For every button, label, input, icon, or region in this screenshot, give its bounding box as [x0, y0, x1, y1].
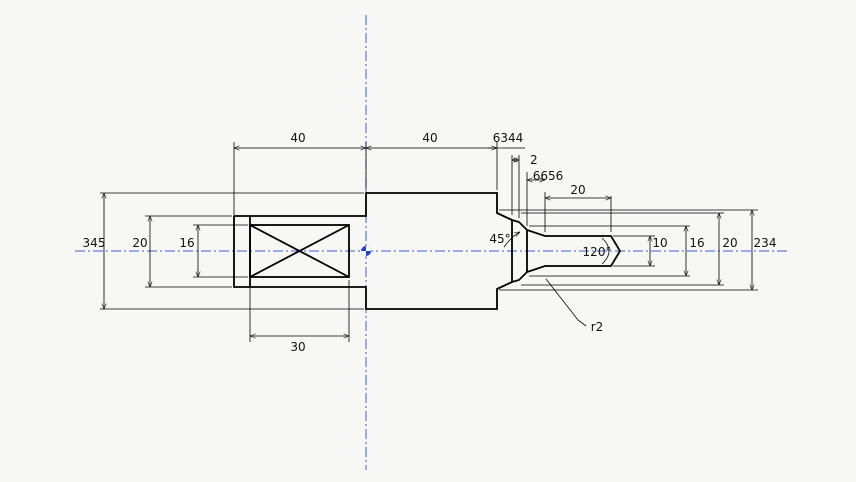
radius-r2-label: r2	[591, 320, 604, 334]
cross-box-feature[interactable]	[249, 224, 350, 278]
dim-diameter-10: 10	[652, 236, 667, 250]
dim-diameter-16-left: 16	[179, 236, 194, 250]
dim-diameter-234: 234	[754, 236, 777, 250]
horizontal-dimension-lines	[234, 148, 611, 336]
dim-diameter-16-right: 16	[689, 236, 704, 250]
dim-length-step: 6344	[493, 131, 524, 145]
angle-annotations	[503, 231, 610, 327]
dim-length-groove: 2	[530, 153, 538, 167]
dim-length-left: 40	[290, 131, 305, 145]
dim-length-30: 30	[290, 340, 305, 354]
vertical-dimension-lines	[104, 193, 752, 309]
dim-diameter-20-left: 20	[132, 236, 147, 250]
angle-120-label: 120°	[583, 245, 612, 259]
dim-diameter-20-right: 20	[722, 236, 737, 250]
origin-marker-icon[interactable]	[361, 246, 371, 256]
dim-length-20: 20	[570, 183, 585, 197]
angle-45-label: 45°	[489, 232, 510, 246]
dim-length-6656: 6656	[533, 169, 564, 183]
dim-length-right: 40	[422, 131, 437, 145]
dim-diameter-345: 345	[83, 236, 106, 250]
